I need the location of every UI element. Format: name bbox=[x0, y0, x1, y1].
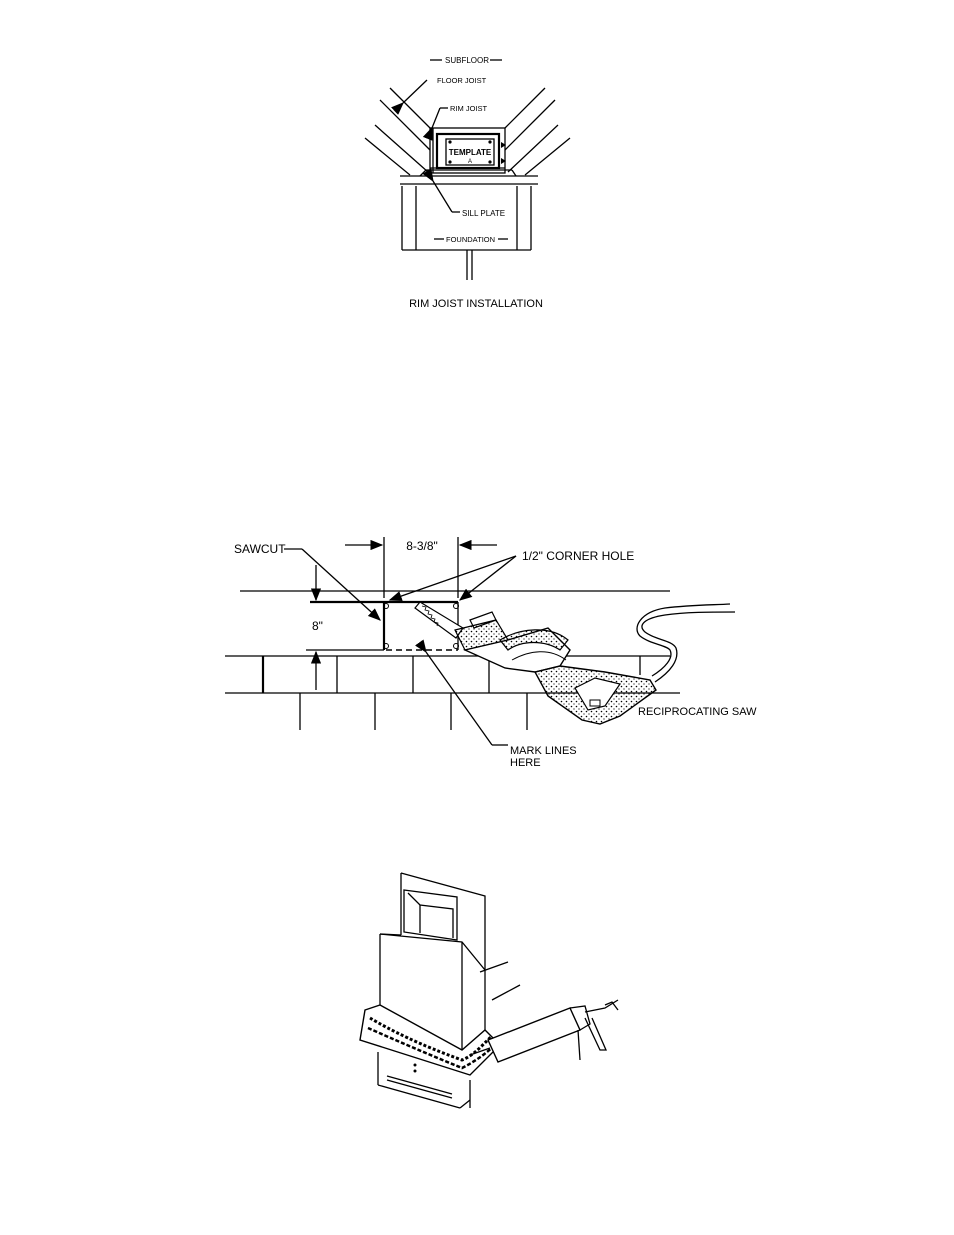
figure1-caption: RIM JOIST INSTALLATION bbox=[409, 298, 543, 310]
sill-plate-label: SILL PLATE bbox=[462, 209, 505, 218]
mark-lines-label-2: HERE bbox=[510, 757, 541, 769]
width-dimension: 8-3/8" bbox=[406, 539, 438, 553]
subfloor-label: SUBFLOOR bbox=[445, 56, 489, 65]
rim-joist-label: RIM JOIST bbox=[450, 104, 488, 113]
template-label: TEMPLATE bbox=[449, 148, 492, 157]
rim-joist-diagram: SUBFLOOR FLOOR JOIST RIM JOIST bbox=[364, 56, 571, 310]
floor-joist-label: FLOOR JOIST bbox=[437, 76, 487, 85]
sawcut-diagram: 8-3/8" 8" SAWCUT 1/2" CORNER HOLE MARK L… bbox=[225, 537, 757, 769]
caulk-gun-icon bbox=[469, 999, 619, 1063]
template-letter: A bbox=[468, 159, 472, 165]
corner-hole-label: 1/2" CORNER HOLE bbox=[522, 549, 634, 563]
floor-joists bbox=[364, 87, 571, 176]
reciprocating-saw-icon bbox=[414, 601, 736, 725]
sawcut-label: SAWCUT bbox=[234, 542, 286, 556]
reciprocating-saw-label: RECIPROCATING SAW bbox=[638, 706, 757, 718]
foundation-label: FOUNDATION bbox=[446, 235, 495, 244]
height-dimension: 8" bbox=[312, 619, 323, 633]
mark-lines-label: MARK LINES bbox=[510, 745, 577, 757]
vent-box-caulking-diagram bbox=[359, 872, 619, 1109]
